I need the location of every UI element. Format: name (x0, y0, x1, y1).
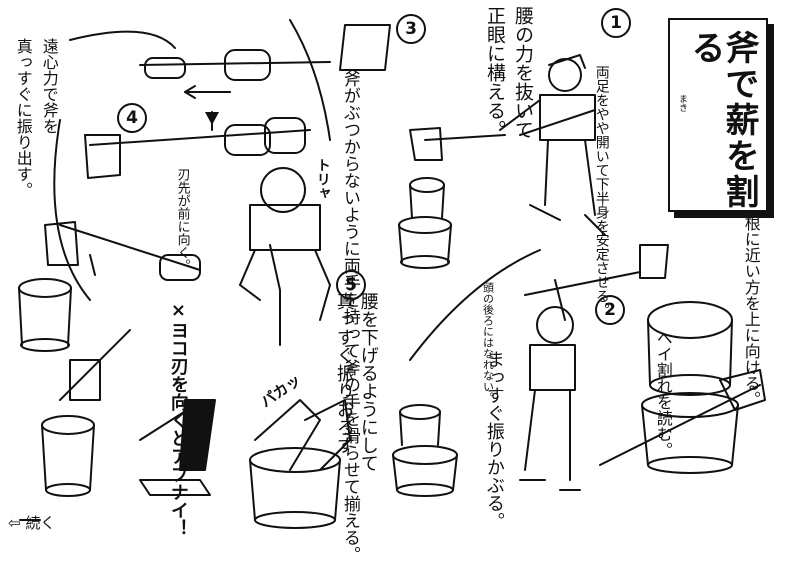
title-ruby: まき (677, 94, 687, 112)
arrow-left-down (89, 254, 96, 276)
page-title: 斧で薪を割る (685, 30, 759, 210)
title-box: 斧で薪を割る まき (668, 18, 768, 212)
arrow-down-filled (205, 112, 219, 125)
step-number-4: 4 (117, 103, 147, 133)
swing-arc-left (69, 30, 176, 49)
figure-step4 (239, 167, 331, 346)
sfx-toryaa: トリャ (314, 158, 331, 200)
figure-step2 (519, 244, 669, 491)
swing-arc-left-2 (53, 119, 91, 301)
note-step4-a: 遠心力で斧を (39, 38, 59, 134)
note-step5-a: 腰を下げるようにして (357, 292, 379, 472)
step-number-2: 2 (595, 295, 625, 325)
swing-arc-top (289, 19, 331, 141)
note-step2-a: 頭の後ろにはなれない。 (481, 282, 495, 403)
note-step4-b: 真っすぐに振り出す。 (13, 38, 33, 198)
log-left-top (18, 278, 72, 352)
arrow-step3 (184, 85, 231, 99)
note-step1-c: 両足をやや開いて下半身を安定させる。 (593, 65, 610, 317)
figure-step4-hands (84, 117, 311, 179)
note-root: 根に近い方を上に向ける。 (741, 215, 761, 407)
step-number-1: 1 (601, 8, 631, 38)
step-number-3: 3 (396, 14, 426, 44)
figure-step1 (409, 54, 606, 236)
log-right (599, 301, 766, 474)
continued-label: ⇦ 続く (8, 514, 56, 532)
note-blade: 刃先が前に向く。 (174, 168, 190, 272)
swing-arc-right (409, 249, 541, 361)
note-step1-b: 正眼に構える。 (483, 6, 506, 139)
step-number-5: 5 (336, 270, 366, 300)
figure-left-swing (44, 221, 216, 496)
log-split-center (249, 399, 351, 529)
log-block-step1 (398, 177, 452, 269)
illustration-canvas (18, 19, 766, 529)
note-wrong: ×ヨコ刃を向くとアブナイ！ (167, 300, 189, 537)
log-left-bottom (41, 415, 95, 497)
log-stack-center (392, 404, 458, 497)
note-step1-a: 腰の力を抜いて (511, 6, 534, 139)
note-step2-b: まっすぐ振りかぶる。 (483, 350, 505, 530)
note-crack: ヘイ割れを読む。 (653, 330, 673, 458)
note-step5-b: 真っすぐ振りおろす (333, 292, 355, 454)
